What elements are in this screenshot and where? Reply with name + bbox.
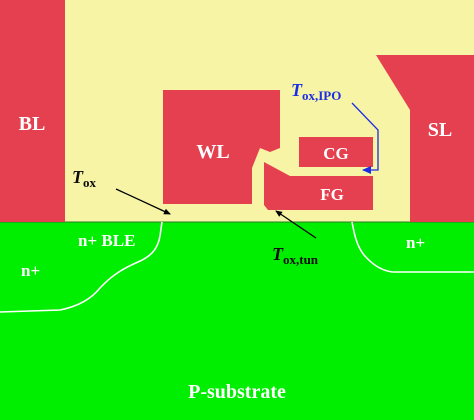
fg-label: FG (320, 185, 344, 204)
bl-electrode (0, 0, 65, 222)
left-junction-boundary (0, 221, 163, 313)
sl-label: SL (428, 119, 452, 141)
substrate-label: P-substrate (188, 381, 286, 403)
n-plus-right-label: n+ (406, 233, 425, 252)
tox-arrow (115, 188, 171, 215)
cg-electrode (299, 137, 373, 167)
fg-electrode (264, 162, 373, 210)
cg-label: CG (323, 144, 349, 163)
tox-tun-label: Tox,tun (272, 244, 319, 267)
sl-electrode (376, 55, 474, 222)
wl-label: WL (196, 141, 229, 163)
right-junction-boundary (351, 221, 474, 273)
bl-label: BL (19, 113, 46, 135)
tox-tun-arrow (275, 210, 317, 239)
tox-ipo-label: Tox,IPO (291, 80, 341, 103)
n-ble-label: n+ BLE (78, 231, 135, 250)
n-plus-left-label: n+ (21, 261, 40, 280)
wl-electrode (163, 90, 280, 204)
substrate-region (0, 222, 474, 420)
tox-label: Tox (72, 167, 97, 190)
tox-ipo-arrow (351, 102, 379, 174)
